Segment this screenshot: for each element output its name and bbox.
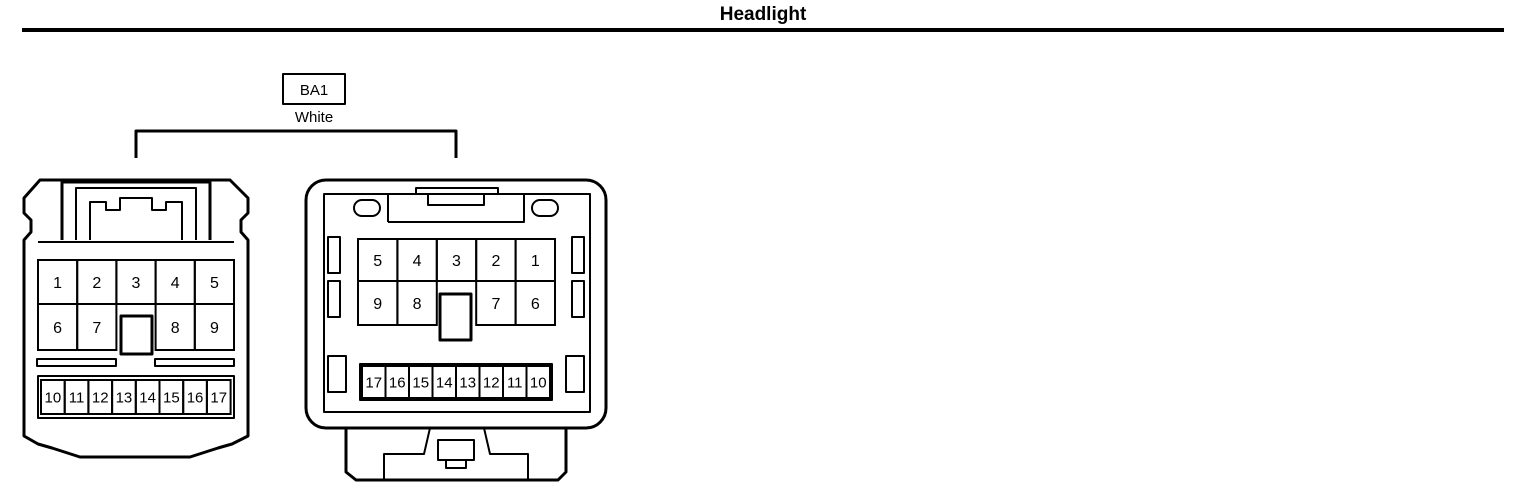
right-connector-bottom-tab bbox=[437, 439, 475, 461]
left-pin-label: 2 bbox=[92, 275, 101, 292]
title-underline bbox=[22, 28, 1504, 32]
left-connector-outline bbox=[22, 178, 250, 459]
right-pin-label: 12 bbox=[483, 374, 500, 391]
left-pin-label: 5 bbox=[210, 275, 219, 292]
right-connector-key bbox=[438, 292, 473, 342]
left-pin-label: 4 bbox=[171, 275, 180, 292]
left-pin-label: 9 bbox=[210, 320, 219, 337]
connector-code: BA1 bbox=[300, 82, 328, 99]
left-connector-latch bbox=[89, 197, 183, 240]
right-pin-label: 10 bbox=[530, 374, 547, 391]
right-side-guide bbox=[571, 236, 585, 274]
left-pin-label: 7 bbox=[92, 320, 101, 337]
right-connector-bottom-latch bbox=[344, 428, 568, 482]
right-pin-label: 14 bbox=[436, 374, 453, 391]
right-pin-label: 9 bbox=[373, 296, 382, 313]
right-pin-label: 13 bbox=[459, 374, 476, 391]
right-side-guide bbox=[571, 280, 585, 318]
left-separator-bar bbox=[36, 358, 117, 367]
right-pin-label: 7 bbox=[491, 296, 500, 313]
connector-color: White bbox=[295, 109, 333, 126]
right-connector-notch-tab bbox=[427, 194, 485, 206]
left-pin-label: 8 bbox=[171, 320, 180, 337]
right-pin-label: 5 bbox=[373, 253, 382, 270]
page-title: Headlight bbox=[719, 4, 807, 25]
left-separator-bar bbox=[154, 358, 235, 367]
left-pin-label: 14 bbox=[139, 389, 156, 406]
left-small-pin-frame bbox=[37, 375, 235, 419]
right-pin-cell bbox=[514, 280, 556, 326]
right-pin-label: 6 bbox=[531, 296, 540, 313]
left-pin-label: 10 bbox=[45, 389, 62, 406]
right-pin-label: 15 bbox=[412, 374, 429, 391]
left-connector-lock bbox=[60, 180, 212, 240]
right-pin-label: 17 bbox=[365, 374, 382, 391]
left-pin-cell bbox=[205, 379, 232, 415]
right-pin-label: 1 bbox=[531, 253, 540, 270]
left-pin-label: 3 bbox=[132, 275, 141, 292]
right-pin-label: 4 bbox=[413, 253, 422, 270]
left-pin-label: 12 bbox=[92, 389, 109, 406]
right-connector-bottom-tab-foot bbox=[445, 459, 467, 469]
left-pin-label: 6 bbox=[53, 320, 62, 337]
left-pin-cell bbox=[193, 303, 236, 351]
left-pin-label: 11 bbox=[69, 389, 85, 406]
right-side-guide bbox=[327, 280, 341, 318]
right-connector-outline bbox=[304, 178, 608, 430]
right-pin-label: 16 bbox=[389, 374, 406, 391]
right-oval-hole bbox=[353, 199, 381, 217]
right-connector-bottom-latch-inner bbox=[383, 427, 529, 480]
left-pin-label: 13 bbox=[116, 389, 133, 406]
left-pin-label: 16 bbox=[187, 389, 204, 406]
left-connector bbox=[22, 178, 250, 459]
right-side-guide bbox=[327, 355, 347, 393]
right-oval-hole bbox=[531, 199, 559, 217]
left-pin-cell bbox=[76, 303, 118, 351]
right-pin-label: 11 bbox=[507, 374, 523, 391]
right-connector bbox=[304, 178, 608, 482]
left-pin-label: 17 bbox=[210, 389, 227, 406]
right-side-guide bbox=[327, 236, 341, 274]
right-pin-cell bbox=[396, 280, 438, 326]
right-small-pin-frame bbox=[359, 363, 553, 401]
connector-code-box bbox=[282, 73, 346, 105]
right-pin-label: 2 bbox=[491, 253, 500, 270]
right-connector-notch bbox=[387, 187, 525, 223]
right-pin-label: 8 bbox=[413, 296, 422, 313]
right-pin-cell bbox=[525, 365, 551, 399]
right-pin-label: 3 bbox=[452, 253, 461, 270]
left-connector-key bbox=[119, 314, 154, 356]
right-side-guide bbox=[565, 355, 585, 393]
left-connector-lock-inner bbox=[75, 187, 197, 240]
left-pin-label: 1 bbox=[53, 275, 62, 292]
left-pin-label: 15 bbox=[163, 389, 180, 406]
connector-bracket bbox=[134, 129, 458, 158]
